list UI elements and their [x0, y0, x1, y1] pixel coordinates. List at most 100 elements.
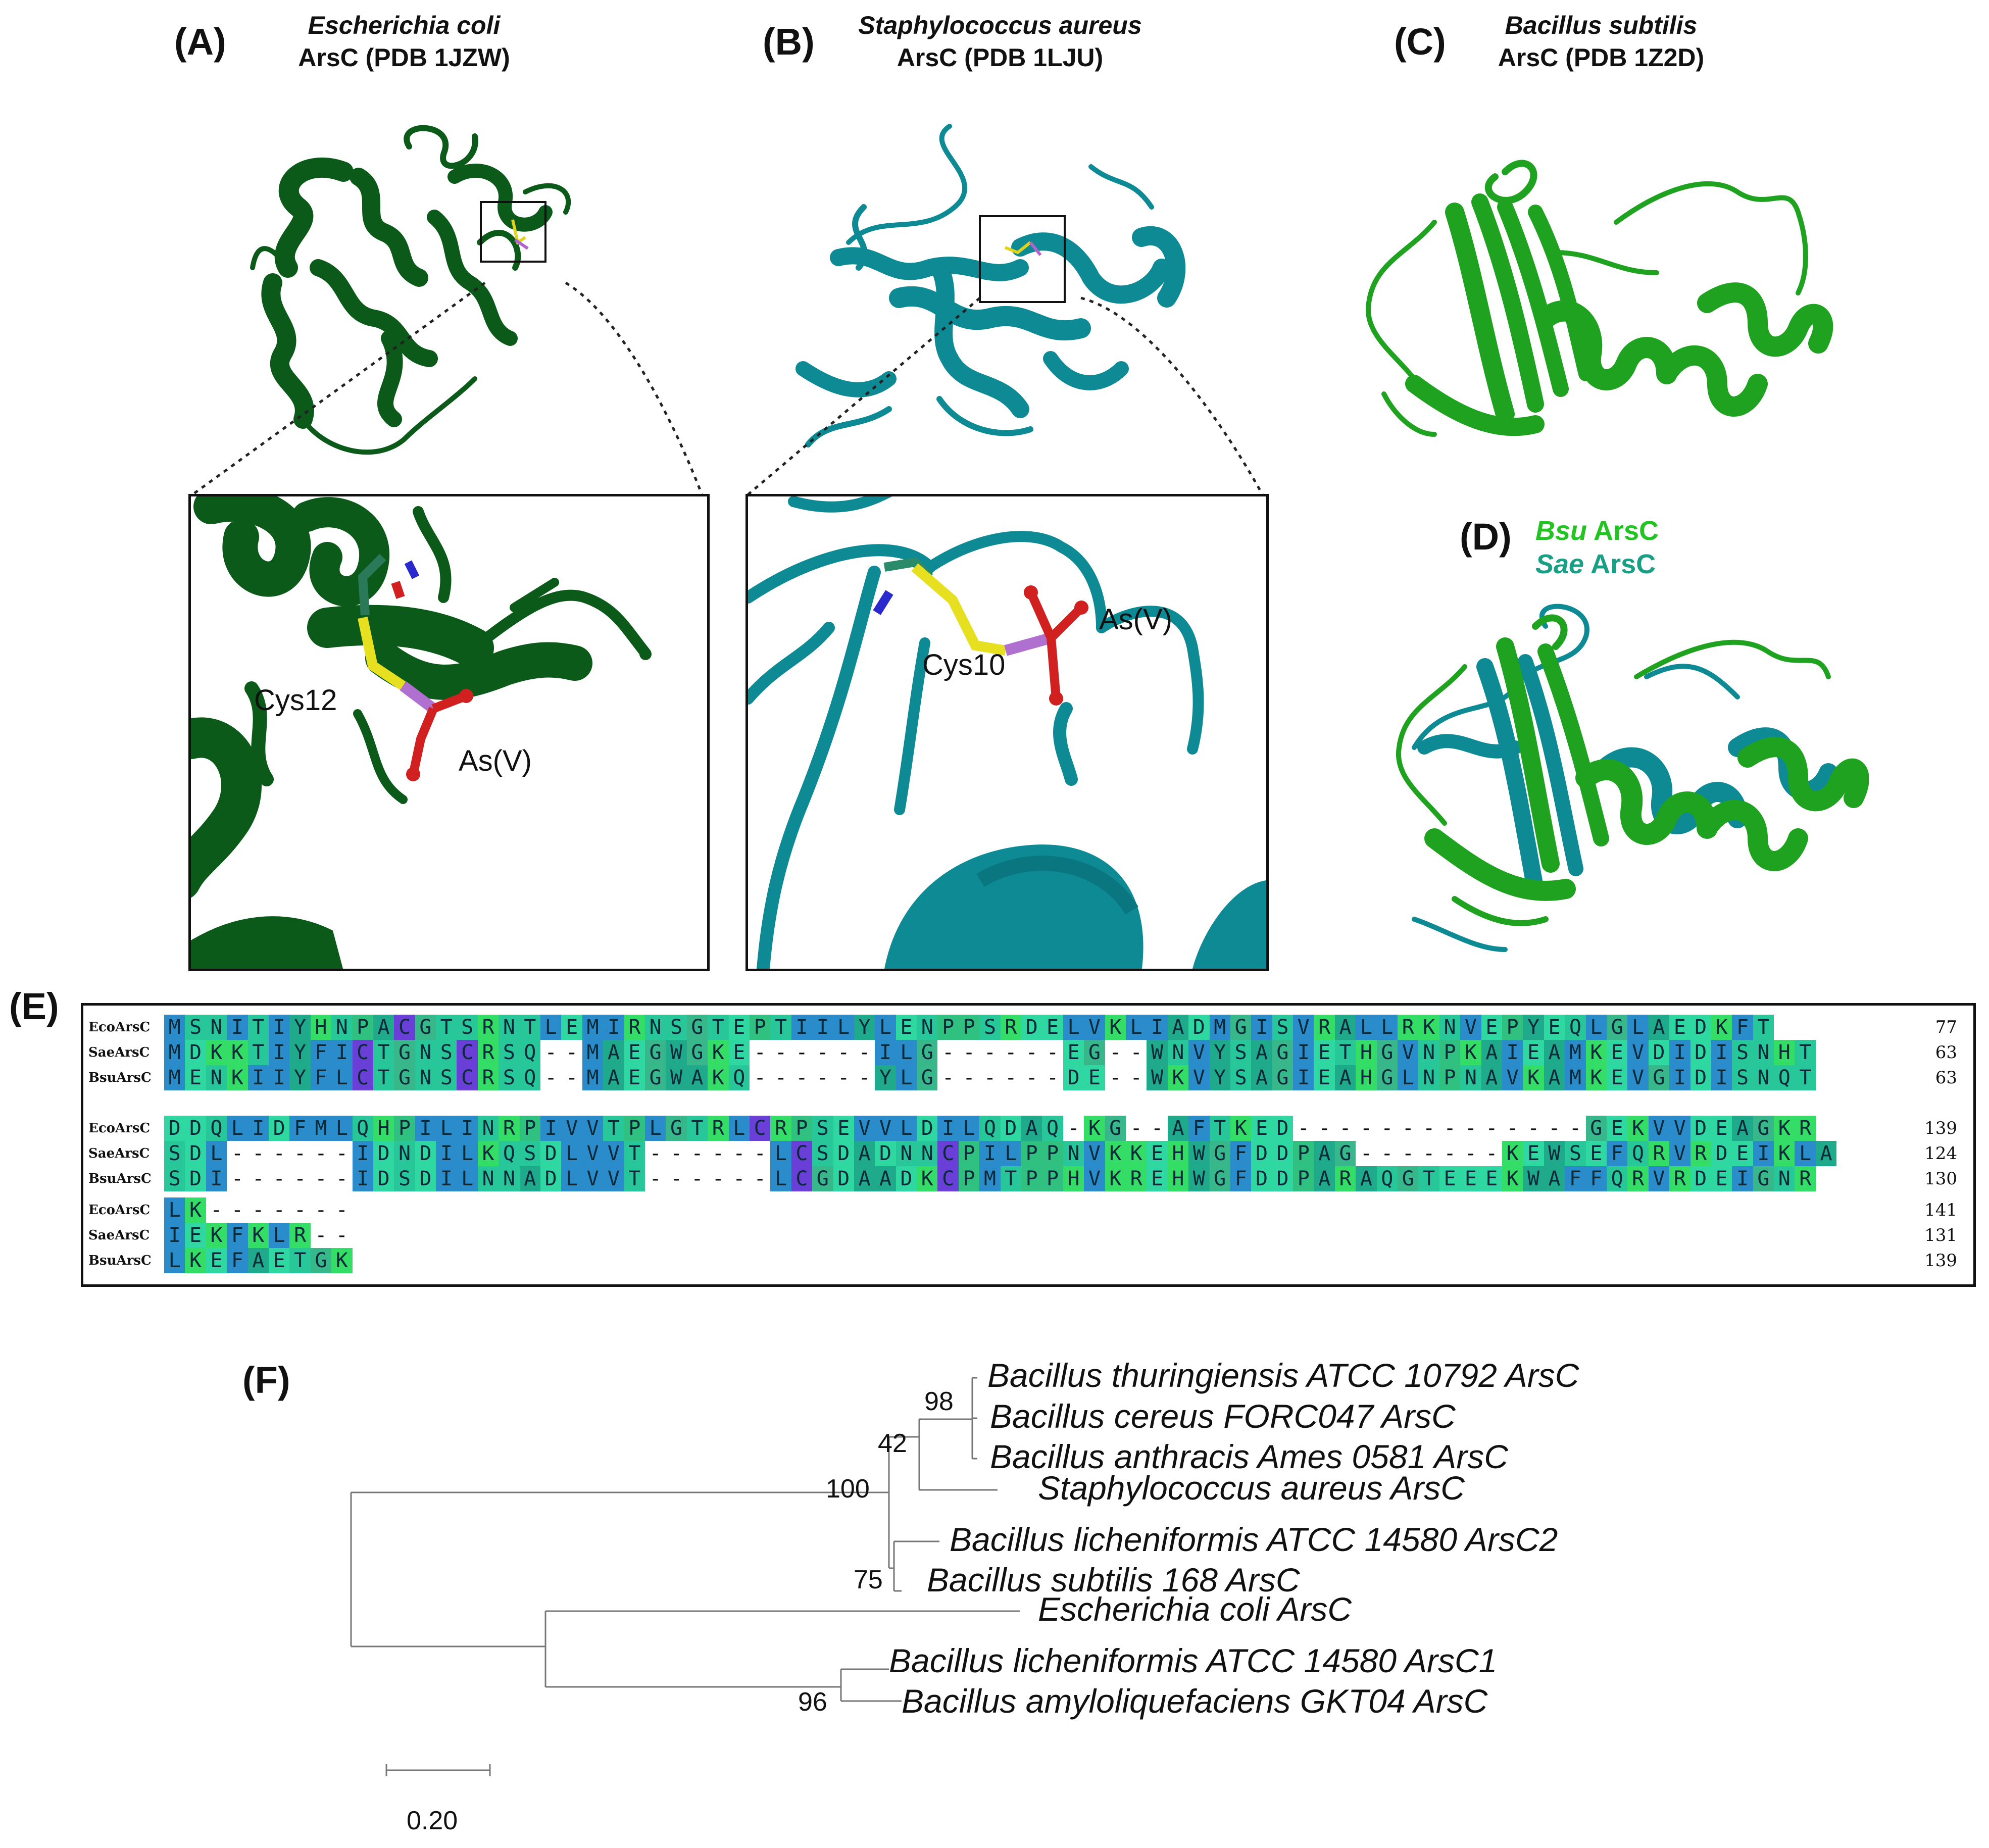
residue: A — [1356, 1166, 1377, 1191]
residue: K — [1125, 1141, 1147, 1166]
residue: D — [164, 1116, 185, 1141]
residue: S — [394, 1166, 415, 1191]
residue: - — [1485, 1117, 1498, 1140]
residue: V — [1293, 1015, 1314, 1040]
residue: M — [979, 1166, 1001, 1191]
taxon-label: Bacillus amyloliquefaciens GKT04 ArsC — [902, 1682, 1488, 1720]
residue: L — [770, 1141, 791, 1166]
residue: - — [691, 1167, 704, 1190]
seq-name: SaeArsC — [88, 1228, 150, 1243]
residue: - — [733, 1142, 745, 1165]
residue: K — [1774, 1141, 1795, 1166]
residue: N — [1753, 1040, 1774, 1065]
residue: - — [774, 1066, 787, 1089]
residue: V — [1188, 1065, 1210, 1090]
residue: N — [644, 1015, 666, 1040]
residue: N — [917, 1141, 938, 1166]
residue: R — [1690, 1141, 1711, 1166]
residue: A — [1815, 1141, 1837, 1166]
residue: F — [1230, 1166, 1252, 1191]
residue: - — [774, 1041, 787, 1064]
panel-a-asv-label: As(V) — [459, 744, 532, 777]
residue: E — [624, 1065, 645, 1090]
residue: D — [833, 1166, 854, 1191]
residue: W — [1523, 1166, 1544, 1191]
residue: - — [963, 1041, 975, 1064]
residue: I — [540, 1116, 562, 1141]
residue: - — [293, 1198, 307, 1222]
residue: - — [712, 1167, 724, 1190]
residue: T — [624, 1166, 645, 1191]
residue: F — [1188, 1116, 1210, 1141]
residue: - — [315, 1167, 327, 1190]
residue: A — [1481, 1040, 1502, 1065]
residue: D — [1251, 1141, 1272, 1166]
residue: K — [185, 1248, 206, 1273]
residue: V — [875, 1116, 896, 1141]
residue: G — [1398, 1166, 1419, 1191]
residue: - — [1109, 1041, 1122, 1064]
residue: L — [1356, 1015, 1377, 1040]
residue: K — [247, 1223, 269, 1248]
residue: L — [1585, 1015, 1607, 1040]
residue: - — [754, 1041, 766, 1064]
residue: - — [795, 1066, 808, 1089]
residue: S — [1565, 1141, 1586, 1166]
residue: - — [315, 1198, 327, 1222]
residue: D — [373, 1166, 394, 1191]
residue: T — [436, 1015, 457, 1040]
residue: T — [373, 1040, 394, 1065]
residue: N — [331, 1015, 353, 1040]
residue: L — [561, 1166, 582, 1191]
residue: I — [268, 1040, 290, 1065]
residue: G — [917, 1040, 938, 1065]
residue: A — [854, 1141, 875, 1166]
residue: M — [164, 1065, 185, 1090]
residue: H — [373, 1116, 394, 1141]
residue: D — [415, 1141, 436, 1166]
residue: L — [227, 1116, 248, 1141]
residue: M — [582, 1065, 604, 1090]
residue: - — [273, 1198, 285, 1222]
residue: I — [164, 1223, 185, 1248]
residue: I — [812, 1015, 833, 1040]
residue: E — [1147, 1141, 1168, 1166]
residue: D — [1690, 1040, 1711, 1065]
residue: G — [1376, 1065, 1398, 1090]
residue: F — [310, 1040, 332, 1065]
residue: W — [1147, 1065, 1168, 1090]
residue: E — [1711, 1166, 1732, 1191]
seq-name: SaeArsC — [88, 1045, 150, 1060]
residue: I — [268, 1065, 290, 1090]
residue: I — [603, 1015, 624, 1040]
residue: - — [1506, 1117, 1519, 1140]
residue: P — [937, 1015, 959, 1040]
residue: I — [937, 1116, 959, 1141]
residue: H — [1356, 1040, 1377, 1065]
residue: - — [983, 1066, 996, 1089]
residue: - — [315, 1142, 327, 1165]
residue: C — [352, 1065, 373, 1090]
residue: D — [540, 1141, 562, 1166]
residue: S — [1230, 1040, 1252, 1065]
panel-a-zoom-box: Cys12 As(V) — [188, 494, 710, 971]
taxon-label: Staphylococcus aureus ArsC — [1038, 1469, 1465, 1507]
residue: L — [1063, 1015, 1084, 1040]
phylo-tree — [350, 1377, 1020, 1702]
residue: F — [227, 1248, 248, 1273]
residue: V — [582, 1166, 604, 1191]
seq-end: 139 — [1924, 1251, 1957, 1271]
panel-b-cys-label: Cys10 — [922, 648, 1006, 681]
residue: I — [875, 1040, 896, 1065]
scale-bar — [385, 1764, 491, 1776]
residue: S — [666, 1015, 687, 1040]
residue: G — [310, 1248, 332, 1273]
residue: D — [875, 1141, 896, 1166]
residue: - — [837, 1066, 850, 1089]
residue: S — [185, 1015, 206, 1040]
residue: A — [1648, 1015, 1670, 1040]
alignment-ends-2: 139 124 130 — [1902, 1116, 1957, 1191]
residue: A — [1544, 1166, 1565, 1191]
